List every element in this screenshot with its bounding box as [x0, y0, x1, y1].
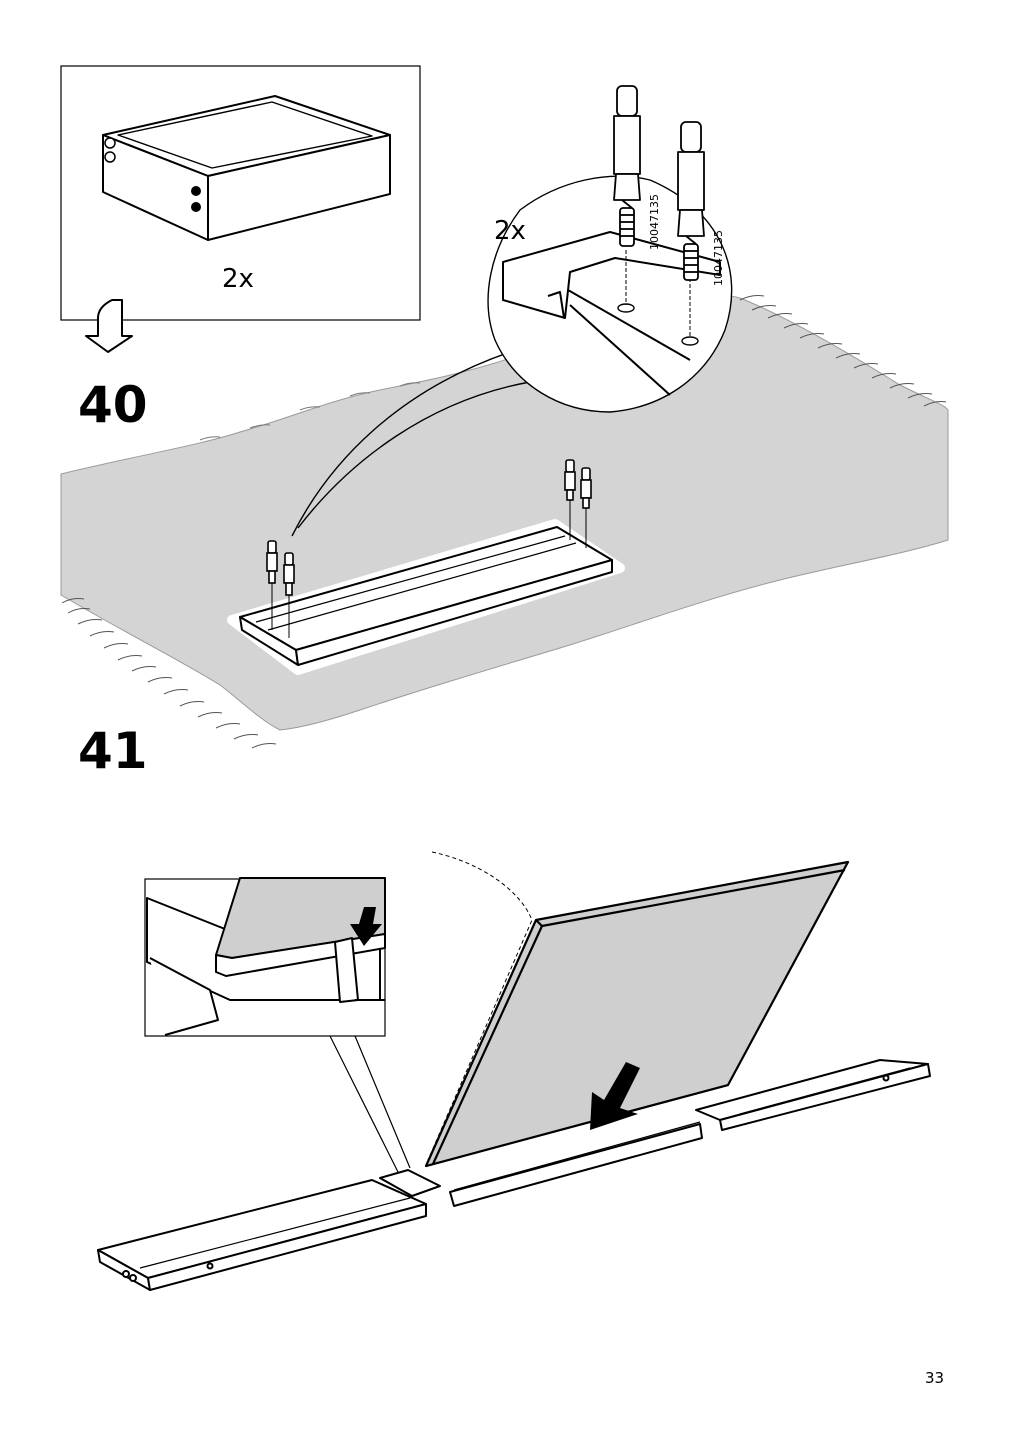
down-arrow-icon [85, 299, 133, 353]
dowel-part-code-2: 10047135 [712, 230, 725, 286]
bottom-rails [97, 1059, 931, 1291]
large-dowel-2 [677, 121, 705, 281]
page-number: 33 [925, 1369, 945, 1387]
callout-line [291, 351, 511, 537]
push-arrow-icon-large [590, 1062, 640, 1130]
dowel-quantity-label: 2x [494, 216, 526, 246]
small-dowels [266, 459, 592, 596]
step-40-number: 40 [78, 376, 148, 434]
swing-arc [427, 851, 533, 1161]
drawer-quantity-label: 2x [222, 264, 254, 294]
dowel-detail-circle [487, 175, 733, 413]
rug-illustration [60, 294, 949, 749]
callout-line-2 [297, 381, 531, 529]
drawer-box-panel [60, 65, 421, 321]
large-dowel-1 [613, 85, 641, 247]
step-41-number: 41 [78, 722, 148, 780]
step41-detail-frame [144, 877, 386, 1037]
callout-cone [329, 1035, 411, 1173]
base-board [227, 497, 625, 675]
drawer-illustration [102, 95, 391, 241]
dowel-part-code-1: 10047135 [648, 194, 661, 250]
push-arrow-icon-small [350, 907, 382, 946]
tilted-panel [424, 860, 850, 1168]
